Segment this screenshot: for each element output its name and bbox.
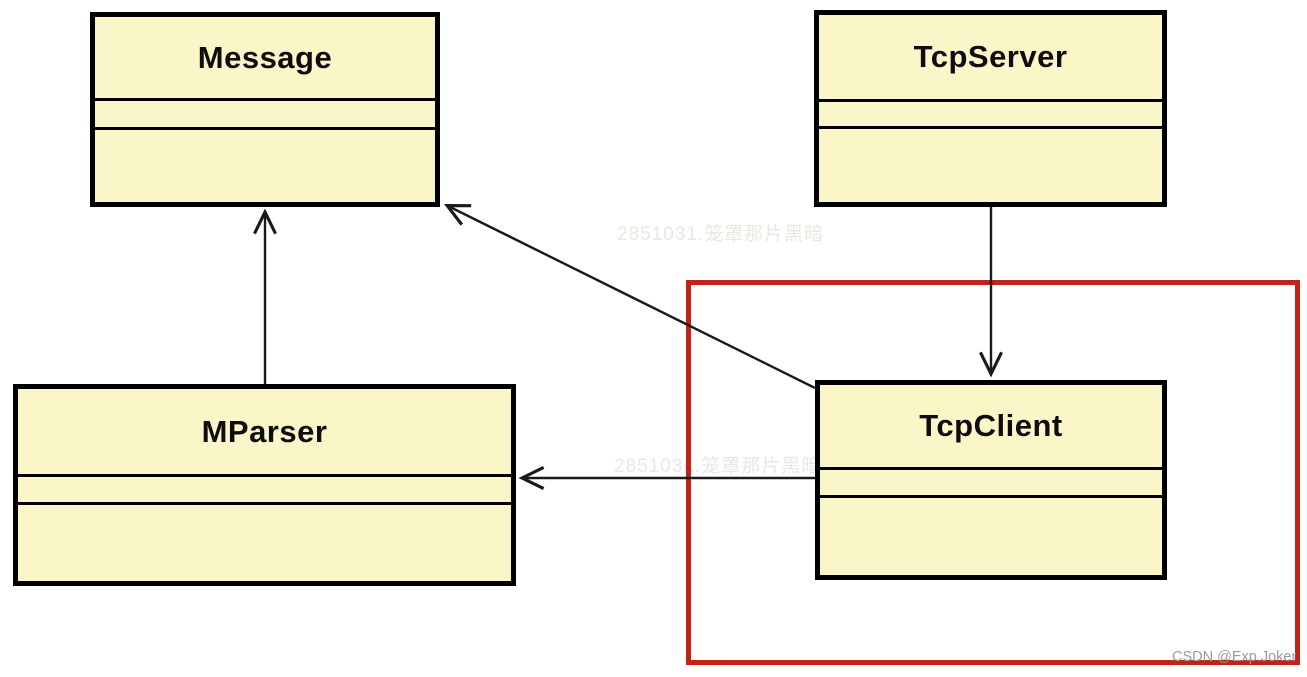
class-attributes-compartment [95,98,435,127]
class-box-tcpserver: TcpServer [814,10,1167,207]
class-title-tcpserver: TcpServer [913,39,1068,74]
class-box-message: Message [90,12,440,207]
class-methods-compartment [820,495,1162,575]
class-methods-compartment [95,127,435,202]
faint-watermark: 2851031.笼罩那片黑暗 [614,456,822,477]
faint-watermark: 2851031.笼罩那片黑暗 [617,224,825,245]
csdn-watermark: CSDN @Exp.Joker [1172,649,1297,665]
class-methods-compartment [819,126,1162,202]
class-attributes-compartment [18,474,511,502]
class-box-tcpclient: TcpClient [815,380,1167,580]
class-title-mparser: MParser [201,413,328,449]
class-methods-compartment [18,502,511,581]
class-title-tcpclient: TcpClient [919,408,1063,443]
highlight-rectangle [686,280,1300,665]
class-attributes-compartment [819,99,1162,126]
class-box-mparser: MParser [13,384,516,586]
class-title-message: Message [197,39,333,75]
class-attributes-compartment [820,467,1162,495]
